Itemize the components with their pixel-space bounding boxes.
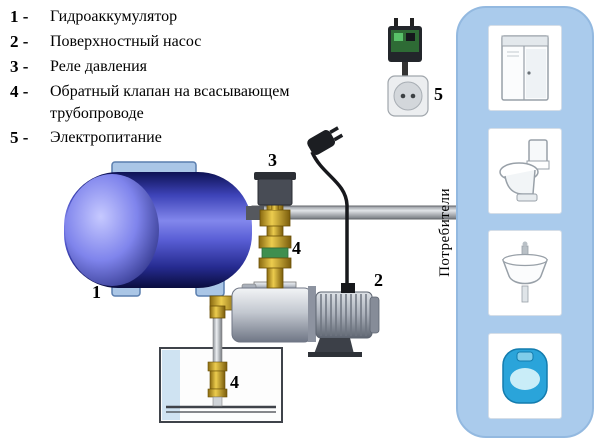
check-valve-suction (207, 361, 228, 407)
bidet-icon (502, 348, 548, 404)
callout-tank: 1 (92, 282, 101, 302)
legend-item-label: Поверхностный насос (50, 33, 202, 51)
legend-item-number: 2 - (10, 32, 29, 52)
power-cable (310, 151, 355, 293)
power-plug (307, 126, 344, 155)
fixture-washbasin (488, 230, 562, 317)
fixture-shower (488, 24, 562, 111)
legend-item: 2 - Поверхностный насос (10, 31, 370, 53)
legend-item: 4 - Обратный клапан на всасывающем трубо… (10, 81, 370, 124)
power-socket (387, 75, 429, 117)
shower-cabin-icon (501, 35, 549, 101)
callout-pump: 2 (374, 270, 383, 290)
consumers-panel (456, 6, 594, 438)
legend-item-label: Обратный клапан на всасывающем трубопров… (50, 83, 290, 122)
toilet-icon (499, 138, 550, 202)
legend-item-label: Электропитание (50, 129, 162, 147)
fixture-bidet (488, 333, 562, 420)
legend-item-number: 4 - (10, 82, 29, 102)
surface-pump (209, 281, 380, 357)
pressure-relay (254, 172, 296, 210)
callout-relay: 3 (268, 150, 277, 170)
legend: 1 - Гидроаккумулятор 2 - Поверхностный н… (10, 6, 370, 153)
washbasin-icon (501, 241, 549, 303)
check-valve-assembly (258, 199, 292, 289)
legend-item-number: 3 - (10, 57, 29, 77)
legend-item-label: Гидроаккумулятор (50, 8, 178, 25)
legend-item-label: Реле давления (50, 58, 148, 76)
legend-item: 1 - Гидроаккумулятор (10, 6, 370, 28)
legend-item: 5 - Электропитание (10, 127, 370, 149)
callout-check-valve: 4 (292, 238, 301, 258)
legend-item-number: 1 - (10, 7, 29, 26)
legend-item-number: 5 - (10, 128, 29, 148)
fixture-toilet (488, 127, 562, 214)
callout-foot-valve: 4 (230, 372, 239, 392)
legend-item: 3 - Реле давления (10, 56, 370, 78)
hydroaccumulator-tank (64, 161, 264, 297)
callout-power: 5 (434, 84, 443, 104)
power-breaker (388, 18, 422, 76)
consumers-label: Потребители (437, 188, 453, 277)
